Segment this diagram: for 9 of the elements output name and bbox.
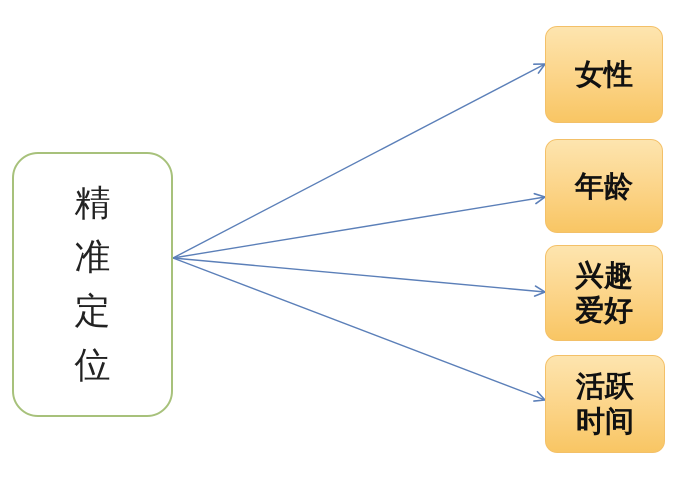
rounded-box: 年龄 xyxy=(545,139,663,233)
rounded-box: 精准定位 xyxy=(12,152,173,417)
arrow xyxy=(172,257,546,402)
arrow xyxy=(172,257,546,297)
arrow xyxy=(172,63,546,259)
rounded-box: 活跃时间 xyxy=(545,355,665,453)
rounded-box: 女性 xyxy=(545,26,663,123)
arrow xyxy=(172,192,546,259)
rounded-box: 兴趣爱好 xyxy=(545,245,663,341)
